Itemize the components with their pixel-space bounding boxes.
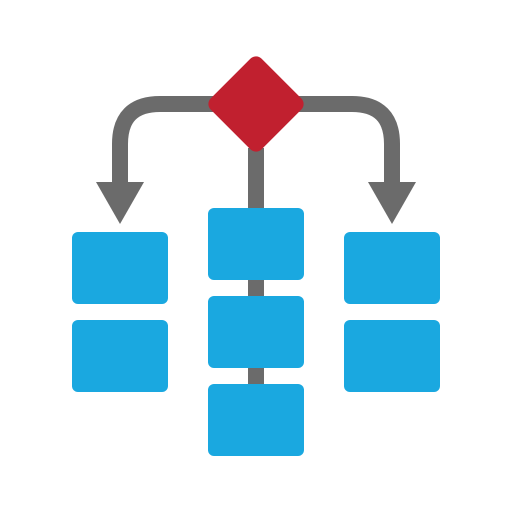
center-process-box-1 — [208, 208, 304, 280]
left-branch-connector — [112, 96, 215, 186]
left-process-box-1 — [72, 232, 168, 304]
center-process-box-2 — [208, 296, 304, 368]
left-arrowhead — [96, 182, 144, 224]
right-process-box-2 — [344, 320, 440, 392]
center-process-box-3 — [208, 384, 304, 456]
right-branch-connector — [297, 96, 400, 186]
right-process-box-1 — [344, 232, 440, 304]
right-arrowhead — [368, 182, 416, 224]
decision-diamond — [208, 56, 304, 152]
left-process-box-2 — [72, 320, 168, 392]
